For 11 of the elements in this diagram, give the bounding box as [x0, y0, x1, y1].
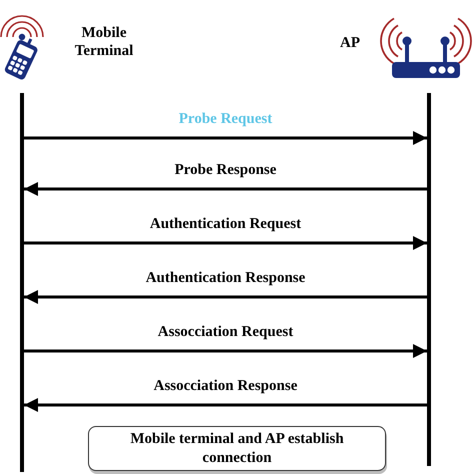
arrow	[24, 182, 427, 196]
lifeline	[427, 93, 431, 466]
arrow	[24, 236, 427, 250]
participant-label: AP	[330, 34, 370, 52]
process-box: Mobile terminal and AP establish connection	[88, 426, 386, 471]
arrow	[24, 398, 427, 412]
arrow	[24, 344, 427, 358]
arrow	[24, 131, 427, 145]
lifeline	[20, 93, 24, 472]
arrow	[24, 290, 427, 304]
participant-label: Mobile Terminal	[58, 24, 150, 60]
